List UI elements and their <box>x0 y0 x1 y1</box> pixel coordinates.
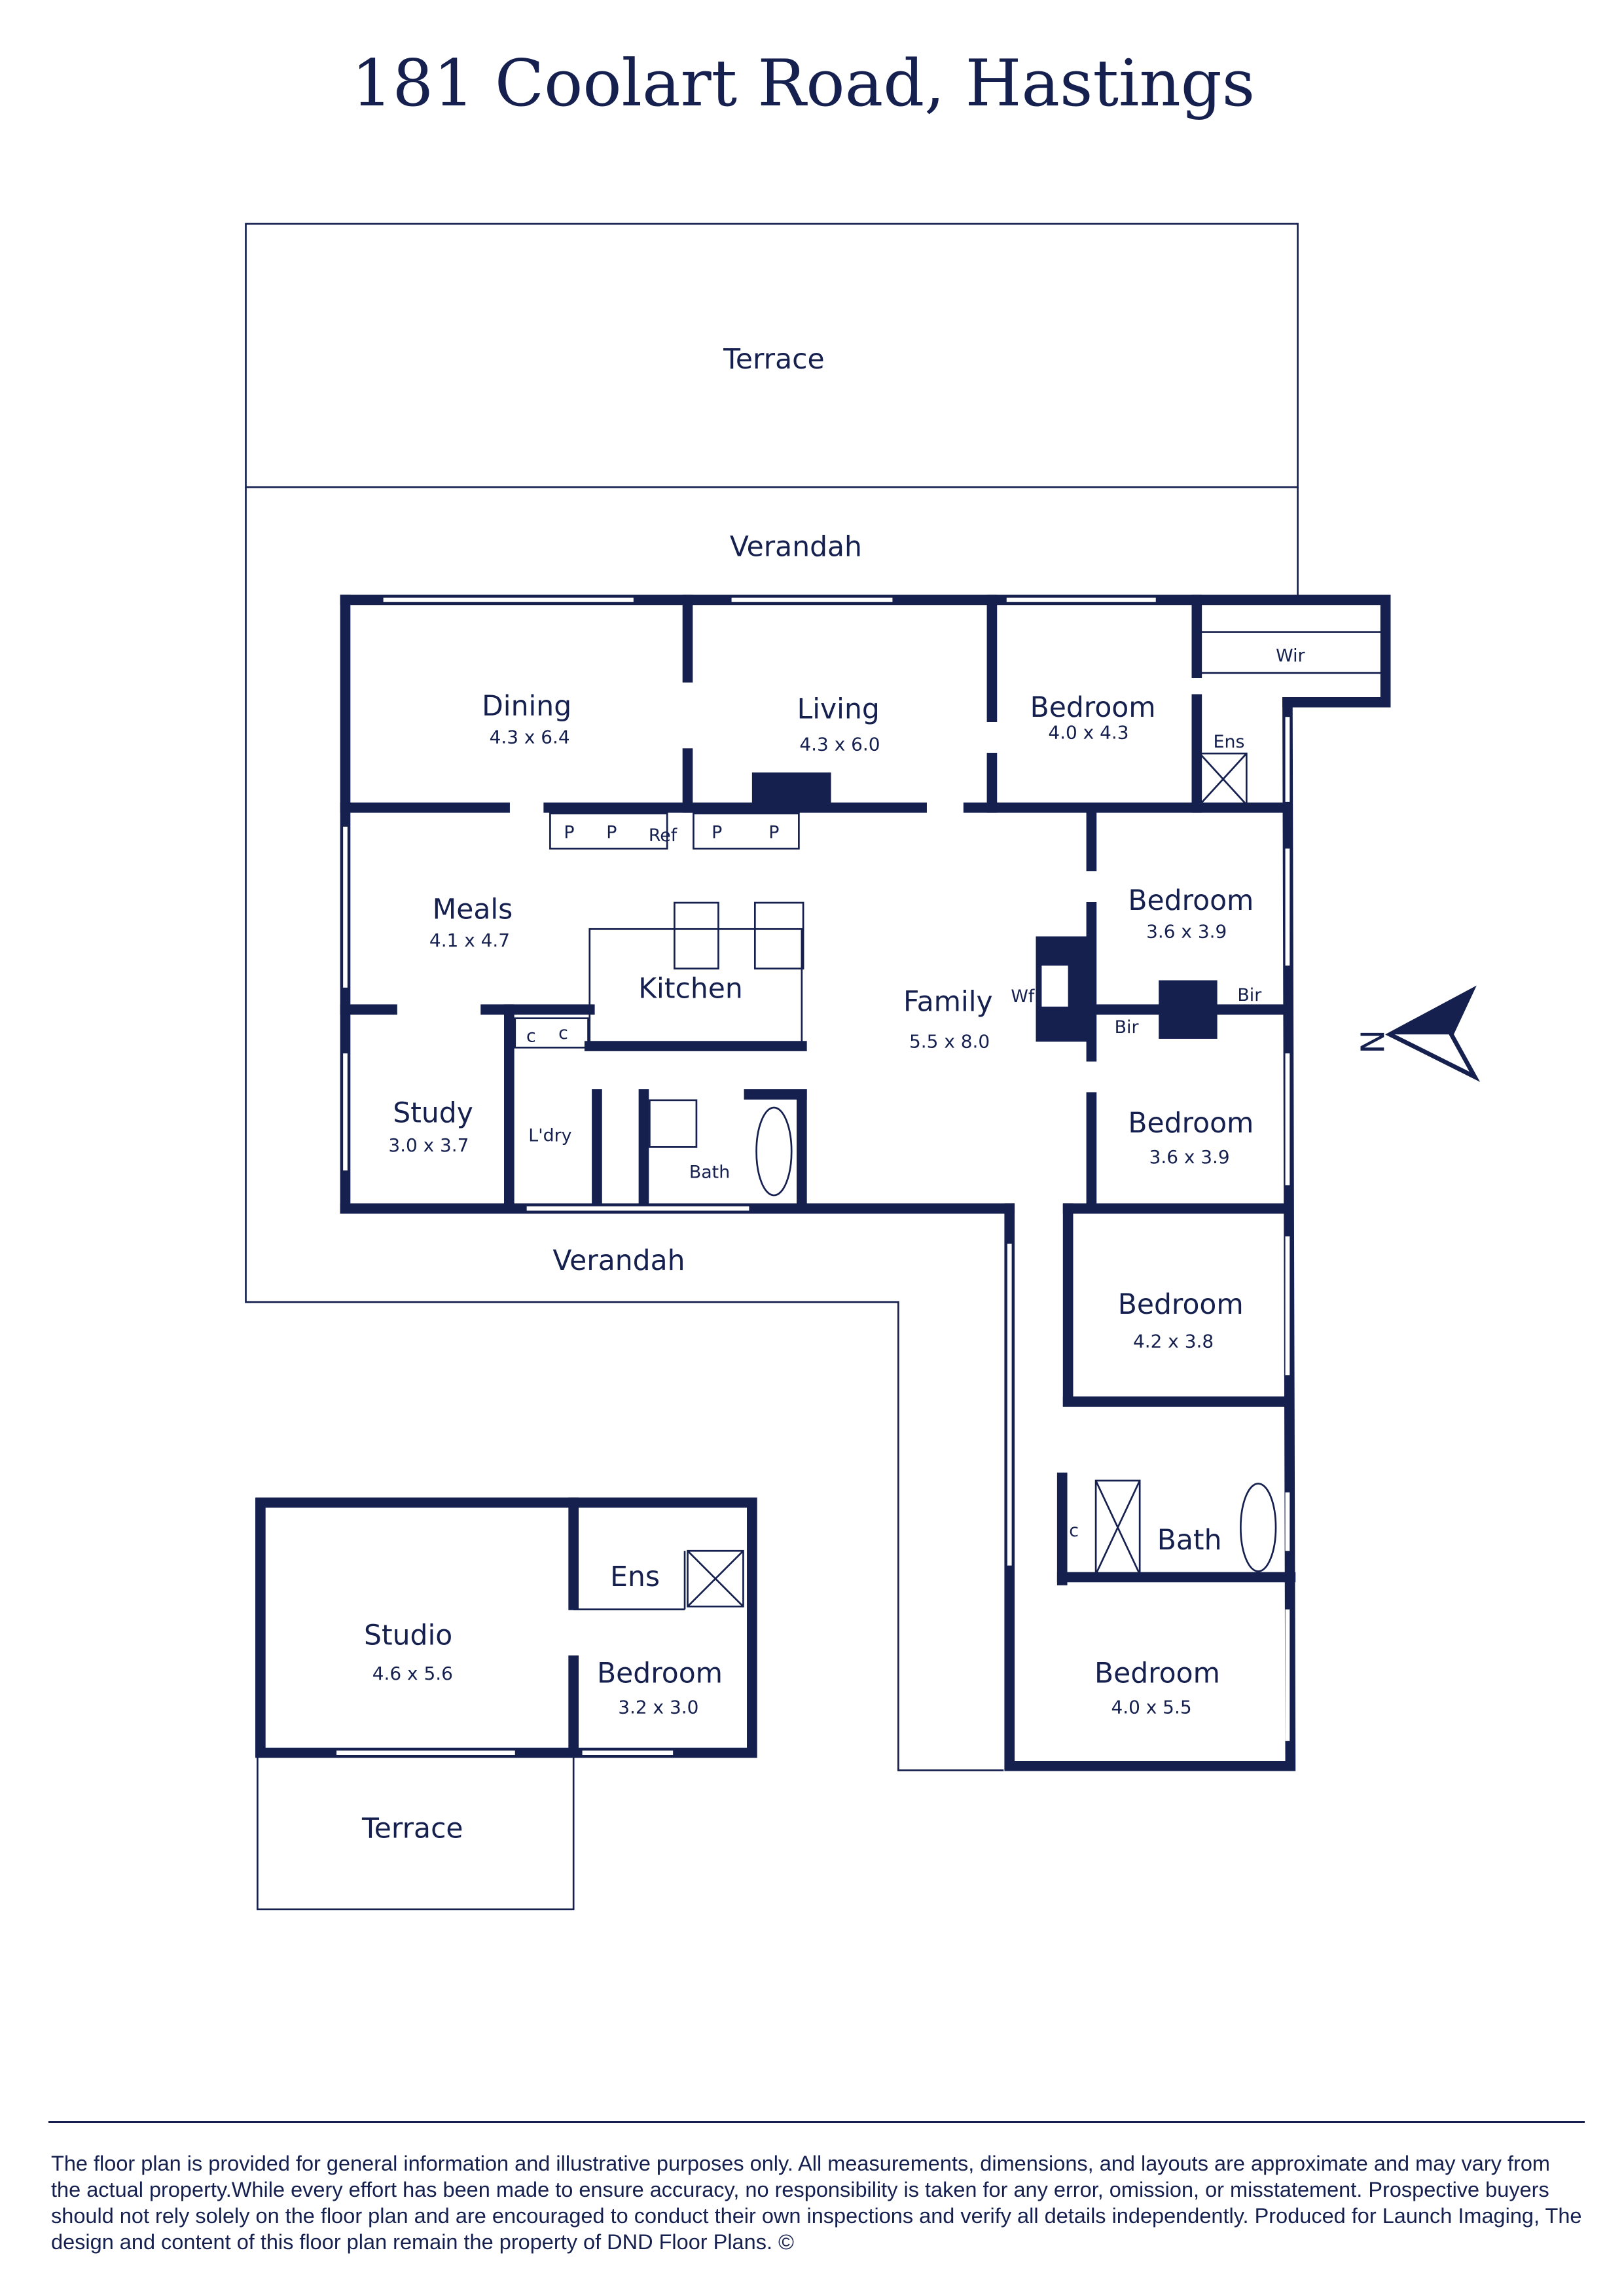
room-bedroom: Bedroom <box>597 1657 723 1690</box>
room-kitchen: Kitchen <box>638 973 743 1005</box>
room-terrace: Terrace <box>723 344 824 376</box>
house-walls <box>340 594 1391 1771</box>
room-meals: Meals <box>433 894 513 926</box>
svg-text:4.3 x 6.0: 4.3 x 6.0 <box>799 734 880 755</box>
svg-text:4.1 x 4.7: 4.1 x 4.7 <box>429 930 510 951</box>
disclaimer-text: The floor plan is provided for general i… <box>51 2152 1582 2254</box>
svg-text:Ref: Ref <box>649 825 677 846</box>
footer-divider <box>48 2121 1585 2123</box>
north-label: N <box>1353 1030 1391 1054</box>
north-arrow-icon: N <box>1353 985 1481 1082</box>
svg-text:c: c <box>558 1023 568 1043</box>
studio-walls <box>255 1497 757 1758</box>
svg-text:Wf: Wf <box>1011 986 1035 1007</box>
fixture-labels: P P Ref P P c c c <box>526 823 1079 1541</box>
room-bedroom: Bedroom <box>1128 885 1254 917</box>
room-verandah: Verandah <box>552 1245 685 1277</box>
svg-text:3.6 x 3.9: 3.6 x 3.9 <box>1149 1146 1230 1168</box>
svg-text:4.0 x 4.3: 4.0 x 4.3 <box>1048 722 1128 744</box>
room-studio: Studio <box>364 1619 452 1652</box>
svg-text:P: P <box>606 823 617 843</box>
room-bedroom: Bedroom <box>1030 692 1156 724</box>
room-family: Family <box>903 986 993 1018</box>
svg-text:4.0 x 5.5: 4.0 x 5.5 <box>1111 1696 1191 1718</box>
svg-text:P: P <box>712 823 722 843</box>
svg-text:3.6 x 3.9: 3.6 x 3.9 <box>1146 921 1227 943</box>
outdoor-outlines <box>245 223 1299 1911</box>
room-labels: Terrace Verandah Verandah Dining 4.3 x 6… <box>361 344 1305 1845</box>
svg-text:3.0 x 3.7: 3.0 x 3.7 <box>388 1134 469 1156</box>
svg-text:4.6 x 5.6: 4.6 x 5.6 <box>372 1663 453 1684</box>
room-ens: Ens <box>610 1561 660 1593</box>
room-verandah: Verandah <box>730 531 862 563</box>
fixtures <box>514 752 1277 1608</box>
room-terrace: Terrace <box>361 1813 463 1845</box>
svg-text:4.2 x 3.8: 4.2 x 3.8 <box>1133 1331 1214 1352</box>
room-living: Living <box>797 693 880 725</box>
room-study: Study <box>393 1097 473 1129</box>
svg-text:Ens: Ens <box>1214 732 1245 752</box>
room-bedroom: Bedroom <box>1118 1289 1244 1321</box>
svg-text:Bath: Bath <box>689 1162 730 1182</box>
svg-text:4.3 x 6.4: 4.3 x 6.4 <box>490 726 570 748</box>
room-bedroom: Bedroom <box>1128 1108 1254 1140</box>
room-bedroom: Bedroom <box>1094 1657 1220 1690</box>
svg-text:5.5 x 8.0: 5.5 x 8.0 <box>909 1030 990 1052</box>
svg-text:Bir: Bir <box>1237 985 1262 1005</box>
svg-text:c: c <box>1069 1521 1079 1541</box>
svg-text:c: c <box>526 1026 536 1046</box>
svg-text:P: P <box>564 823 574 843</box>
svg-text:L'dry: L'dry <box>528 1125 571 1146</box>
svg-text:Wir: Wir <box>1276 645 1305 666</box>
room-bath: Bath <box>1157 1525 1222 1557</box>
svg-text:P: P <box>768 823 779 843</box>
property-title: 181 Coolart Road, Hastings <box>352 46 1255 121</box>
room-dining: Dining <box>482 691 571 723</box>
svg-text:3.2 x 3.0: 3.2 x 3.0 <box>618 1696 698 1718</box>
svg-text:Bir: Bir <box>1115 1017 1140 1038</box>
